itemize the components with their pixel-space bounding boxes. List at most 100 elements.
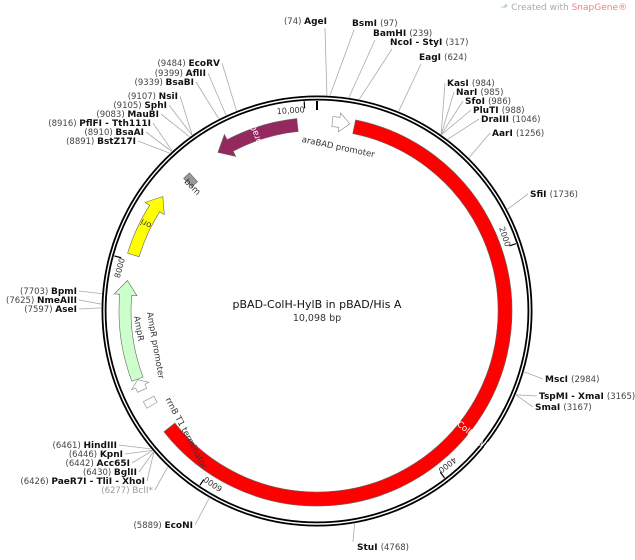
feature-araC[interactable]: araC xyxy=(217,118,299,157)
enzyme-label[interactable]: PluTI (988) xyxy=(473,106,525,116)
enzyme-position: (7625) xyxy=(6,296,37,306)
enzyme-site[interactable]: StuI (4768) xyxy=(352,523,409,553)
enzyme-label[interactable]: (9107) NsiI xyxy=(128,92,178,102)
enzyme-leader-line xyxy=(329,29,355,96)
enzyme-name: BsmI xyxy=(352,19,380,29)
enzyme-label[interactable]: AarI (1256) xyxy=(492,129,544,139)
enzyme-site[interactable]: BamHI (239) xyxy=(348,29,432,98)
enzyme-site[interactable]: EagI (624) xyxy=(398,53,467,112)
enzyme-position: (2984) xyxy=(571,375,599,385)
enzyme-name: BpmI xyxy=(51,287,77,297)
enzyme-name: KasI xyxy=(447,79,472,89)
enzyme-site[interactable]: SfiI (1736) xyxy=(507,190,578,210)
enzyme-label[interactable]: (9339) BsaBI xyxy=(135,78,194,88)
enzyme-site[interactable]: (6446) KpnI xyxy=(69,450,153,460)
enzyme-label[interactable]: SmaI (3167) xyxy=(535,403,592,413)
enzyme-site[interactable]: (6426) PaeR7I - TliI - XhoI xyxy=(20,452,155,487)
enzyme-site[interactable]: NarI (985) xyxy=(440,88,503,135)
enzyme-position: (984) xyxy=(472,79,495,89)
enzyme-label[interactable]: BamHI (239) xyxy=(373,29,432,39)
enzyme-label[interactable]: (6442) Acc65I xyxy=(66,459,130,469)
enzyme-label[interactable]: SfiI (1736) xyxy=(530,190,578,200)
enzyme-site[interactable]: (7597) AseI xyxy=(24,305,102,315)
enzyme-label[interactable]: StuI (4768) xyxy=(357,543,409,553)
enzyme-label[interactable]: (8891) BstZ17I xyxy=(66,137,136,147)
enzyme-name: EcoRV xyxy=(188,59,220,69)
enzyme-name: AseI xyxy=(55,305,77,315)
enzyme-site[interactable]: TspMI - XmaI (3165) xyxy=(516,392,635,402)
enzyme-site[interactable]: (9399) AflII xyxy=(155,69,227,116)
enzyme-site[interactable]: (9484) EcoRV xyxy=(157,59,237,111)
enzyme-label[interactable]: (5889) EcoNI xyxy=(133,521,193,531)
enzyme-site[interactable]: (74) AgeI xyxy=(284,17,328,96)
enzyme-site[interactable]: (5889) EcoNI xyxy=(133,497,210,531)
enzyme-site[interactable]: (8910) BsaAI xyxy=(84,128,172,152)
enzyme-label[interactable]: TspMI - XmaI (3165) xyxy=(539,392,635,402)
enzyme-leader-line xyxy=(441,100,464,135)
rrnB-T1-terminator-shape[interactable] xyxy=(142,395,158,409)
enzyme-site[interactable]: (7703) BpmI xyxy=(20,287,102,297)
enzyme-label[interactable]: DraIII (1046) xyxy=(481,115,540,125)
enzyme-label[interactable]: KasI (984) xyxy=(447,79,495,89)
ori-shape[interactable] xyxy=(127,196,165,258)
enzyme-site[interactable]: (6442) Acc65I xyxy=(66,450,153,469)
enzyme-label[interactable]: (6461) HindIII xyxy=(53,441,117,451)
enzyme-label[interactable]: (7625) NmeAIII xyxy=(6,296,77,306)
enzyme-site[interactable]: (9339) BsaBI xyxy=(135,78,220,119)
snapgene-credit: ⬏ Created with SnapGene® xyxy=(501,3,627,13)
enzyme-site[interactable]: NcoI - StyI (317) xyxy=(358,38,468,100)
enzyme-site[interactable]: BsmI (97) xyxy=(329,19,398,96)
bom-shape[interactable] xyxy=(183,172,199,188)
enzyme-name: PluTI xyxy=(473,106,502,116)
enzyme-label[interactable]: (6426) PaeR7I - TliI - XhoI xyxy=(20,477,145,487)
enzyme-label[interactable]: MscI (2984) xyxy=(545,375,599,385)
enzyme-label[interactable]: SfoI (986) xyxy=(465,97,511,107)
enzyme-site[interactable]: (6277) BclI* xyxy=(101,466,168,496)
enzyme-label[interactable]: (74) AgeI xyxy=(284,17,327,27)
pBAD-ColH-HylB-shape[interactable] xyxy=(163,119,513,507)
enzyme-site[interactable]: SmaI (3167) xyxy=(515,394,592,413)
enzyme-label[interactable]: BsmI (97) xyxy=(352,19,398,29)
enzyme-site[interactable]: PluTI (988) xyxy=(441,106,525,135)
enzyme-site[interactable]: (6461) HindIII xyxy=(53,441,151,451)
enzyme-label[interactable]: NarI (985) xyxy=(456,88,503,98)
enzyme-name: EagI xyxy=(419,53,444,63)
enzyme-label[interactable]: (8916) PflFI - Tth111I xyxy=(48,119,151,129)
enzyme-label[interactable]: NcoI - StyI (317) xyxy=(390,38,468,48)
enzyme-site[interactable]: MscI (2984) xyxy=(524,371,599,385)
feature-bom[interactable]: bom xyxy=(182,172,202,198)
enzyme-position: (624) xyxy=(444,53,467,63)
enzyme-label[interactable]: (6446) KpnI xyxy=(69,450,123,460)
enzyme-site[interactable]: SfoI (986) xyxy=(441,97,511,135)
enzyme-label[interactable]: (7597) AseI xyxy=(24,305,77,315)
enzyme-label[interactable]: (9399) AflII xyxy=(155,69,206,79)
araC-shape[interactable] xyxy=(217,118,299,157)
araBAD-promoter-shape[interactable] xyxy=(331,112,351,133)
enzyme-site[interactable]: (9083) MauBI xyxy=(96,110,190,137)
AmpR-promoter-shape[interactable] xyxy=(130,379,150,393)
AmpR-shape[interactable] xyxy=(113,280,144,382)
enzyme-label[interactable]: (9105) SphI xyxy=(113,101,167,111)
enzyme-site[interactable]: (8891) BstZ17I xyxy=(66,137,170,154)
enzyme-site[interactable]: KasI (984) xyxy=(440,79,495,135)
enzyme-label[interactable]: (6430) BglII xyxy=(83,468,137,478)
feature-AmpR[interactable]: AmpR xyxy=(113,280,145,382)
enzyme-label[interactable]: (6277) BclI* xyxy=(101,486,153,496)
enzyme-label[interactable]: (8910) BsaAI xyxy=(84,128,144,138)
enzyme-label[interactable]: (7703) BpmI xyxy=(20,287,77,297)
enzyme-site[interactable]: (7625) NmeAIII xyxy=(6,296,102,306)
enzyme-site[interactable]: DraIII (1046) xyxy=(447,115,541,140)
feature-ori[interactable]: ori xyxy=(127,196,165,258)
enzyme-name: SfiI xyxy=(530,190,550,200)
enzyme-site[interactable]: (6430) BglII xyxy=(83,451,154,478)
enzyme-site[interactable]: AarI (1256) xyxy=(468,129,544,158)
enzyme-label[interactable]: (9484) EcoRV xyxy=(157,59,220,69)
enzyme-label[interactable]: (9083) MauBI xyxy=(96,110,159,120)
enzyme-site[interactable]: (8916) PflFI - Tth111I xyxy=(48,119,173,152)
enzyme-leader-line xyxy=(507,193,529,210)
enzyme-site[interactable]: (9107) NsiI xyxy=(128,92,193,135)
enzyme-site[interactable]: (9105) SphI xyxy=(113,101,193,136)
enzyme-leader-line xyxy=(179,95,193,135)
enzyme-name: NcoI - StyI xyxy=(390,38,446,48)
enzyme-label[interactable]: EagI (624) xyxy=(419,53,467,63)
